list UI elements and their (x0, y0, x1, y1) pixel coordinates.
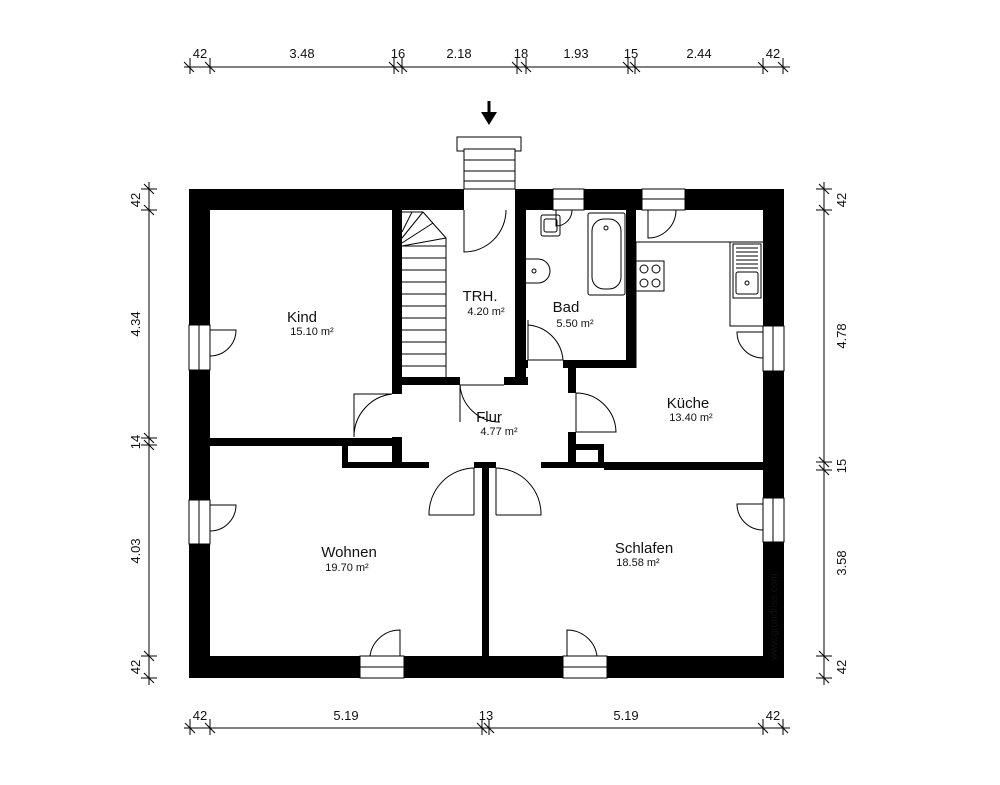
watermark: www.grundriss.com (769, 573, 780, 661)
dim-right-2: 15 (834, 459, 849, 473)
dimension-lines (141, 58, 832, 735)
room-area-bad: 5.50 m² (556, 318, 594, 330)
toilet-icon (540, 214, 561, 237)
room-name-trh: TRH. (463, 288, 498, 305)
dim-left-1: 4.34 (128, 311, 143, 336)
dim-bottom-4: 42 (766, 708, 780, 723)
dim-right-0: 42 (834, 193, 849, 207)
kitchen-sink-icon (732, 243, 762, 299)
dim-top-1: 3.48 (289, 46, 314, 61)
dim-top-3: 2.18 (446, 46, 471, 61)
room-name-kind: Kind (287, 309, 317, 326)
dim-right-4: 42 (834, 660, 849, 674)
bathroom-fixtures (526, 212, 626, 296)
dim-ticks-left (141, 183, 157, 684)
room-area-schlafen: 18.58 m² (616, 557, 660, 569)
dim-right-3: 3.58 (834, 550, 849, 575)
dim-top-5: 1.93 (563, 46, 588, 61)
dim-left-0: 42 (128, 193, 143, 207)
dim-bottom-2: 13 (479, 708, 493, 723)
dim-top-6: 15 (624, 46, 638, 61)
entrance-arrow-icon (481, 101, 497, 125)
room-area-kueche: 13.40 m² (669, 412, 713, 424)
dimension-labels: 42 3.48 16 2.18 18 1.93 15 2.44 42 42 5.… (128, 46, 849, 723)
room-name-wohnen: Wohnen (321, 544, 377, 561)
dim-left-4: 42 (128, 660, 143, 674)
room-labels: Kind 15.10 m² TRH. 4.20 m² Bad 5.50 m² K… (287, 288, 713, 574)
dim-top-0: 42 (193, 46, 207, 61)
dim-right-1: 4.78 (834, 323, 849, 348)
dim-left-3: 4.03 (128, 538, 143, 563)
dim-bottom-3: 5.19 (613, 708, 638, 723)
room-name-kueche: Küche (667, 395, 710, 412)
dim-ticks-top (183, 58, 789, 74)
dim-top-4: 18 (514, 46, 528, 61)
room-name-flur: Flur (476, 409, 502, 426)
room-name-schlafen: Schlafen (615, 540, 673, 557)
room-area-kind: 15.10 m² (290, 326, 334, 338)
door-swings (209, 209, 764, 657)
room-area-flur: 4.77 m² (480, 426, 518, 438)
room-area-trh: 4.20 m² (467, 306, 505, 318)
dim-top-2: 16 (391, 46, 405, 61)
stove-icon (635, 260, 665, 292)
dim-left-2: 14 (128, 435, 143, 449)
room-name-bad: Bad (553, 299, 580, 316)
bathtub-icon (587, 212, 626, 296)
staircase (401, 211, 447, 377)
dim-ticks-right (816, 183, 832, 684)
dim-bottom-1: 5.19 (333, 708, 358, 723)
dim-bottom-0: 42 (193, 708, 207, 723)
dim-top-7: 2.44 (686, 46, 711, 61)
dim-top-8: 42 (766, 46, 780, 61)
kitchen-fixtures (635, 241, 763, 368)
exterior-walls (189, 189, 784, 678)
windows (188, 188, 785, 679)
room-area-wohnen: 19.70 m² (325, 562, 369, 574)
entrance-porch (456, 136, 522, 190)
dim-ticks-bottom (184, 719, 789, 735)
interior-walls (210, 210, 763, 656)
sink-icon (526, 258, 551, 284)
